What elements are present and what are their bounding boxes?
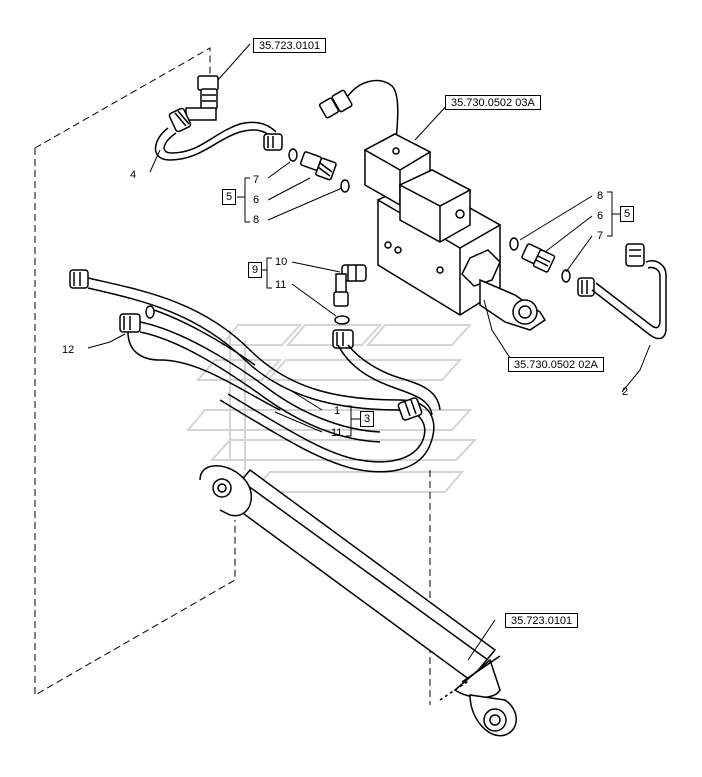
ref-cylinder[interactable]: 35.723.0101 (505, 613, 579, 628)
callout-12: 12 (62, 344, 75, 356)
ref-valve-top[interactable]: 35.730.0502 03A (445, 95, 541, 110)
group-box-9[interactable]: 9 (248, 262, 262, 278)
group-box-3[interactable]: 3 (360, 411, 374, 427)
valve-block (363, 133, 547, 331)
hose-2 (577, 243, 667, 340)
callout-6-left: 6 (253, 194, 260, 206)
elbow-fitting-9 (332, 264, 367, 349)
connector-left (288, 148, 350, 193)
callout-7-left: 7 (253, 174, 260, 186)
group-box-5-left[interactable]: 5 (222, 189, 236, 205)
callout-11: 11 (275, 279, 287, 291)
hydraulic-cylinder (199, 465, 517, 737)
callout-8-left: 8 (253, 214, 260, 226)
callout-1: 1 (334, 405, 341, 417)
elbow-fitting-top (168, 75, 219, 133)
callout-2: 2 (622, 386, 629, 398)
dashed-guide-lines (34, 47, 431, 705)
watermark-logo (185, 324, 478, 493)
callout-7-right: 7 (597, 230, 604, 242)
callout-8-right: 8 (597, 190, 604, 202)
group-box-5-right[interactable]: 5 (620, 206, 634, 222)
ref-valve-bottom[interactable]: 35.730.0502 02A (508, 357, 604, 372)
electrical-connector (318, 79, 399, 141)
leader-lines (87, 43, 651, 661)
callout-10: 10 (275, 256, 288, 268)
ref-fitting-top[interactable]: 35.723.0101 (253, 38, 327, 53)
connector-right (509, 237, 571, 283)
hoses-lower (69, 269, 441, 473)
callout-6-right: 6 (597, 210, 604, 222)
callout-11-lower: 11 (331, 427, 343, 439)
callout-4: 4 (130, 169, 137, 181)
hose-4 (154, 121, 283, 161)
